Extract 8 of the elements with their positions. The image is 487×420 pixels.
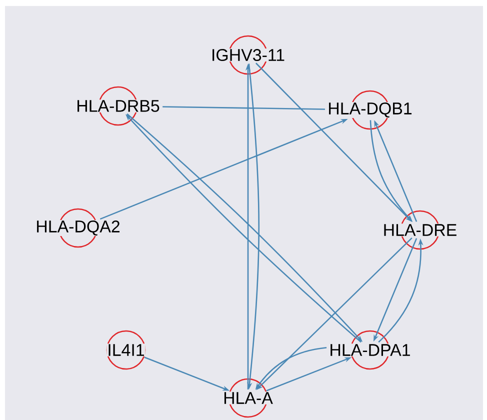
gene-node: IL4I1 bbox=[106, 330, 146, 370]
gene-node: IGHV3-11 bbox=[210, 35, 286, 75]
gene-node: HLA-DRB5 bbox=[76, 86, 160, 126]
gene-node: HLA-A bbox=[222, 378, 274, 418]
gene-node: HLA-DRE bbox=[382, 210, 458, 250]
gene-node: HLA-DQA2 bbox=[35, 208, 121, 248]
gene-node: HLA-DPA1 bbox=[328, 330, 412, 370]
gene-node: HLA-DQB1 bbox=[327, 90, 413, 130]
